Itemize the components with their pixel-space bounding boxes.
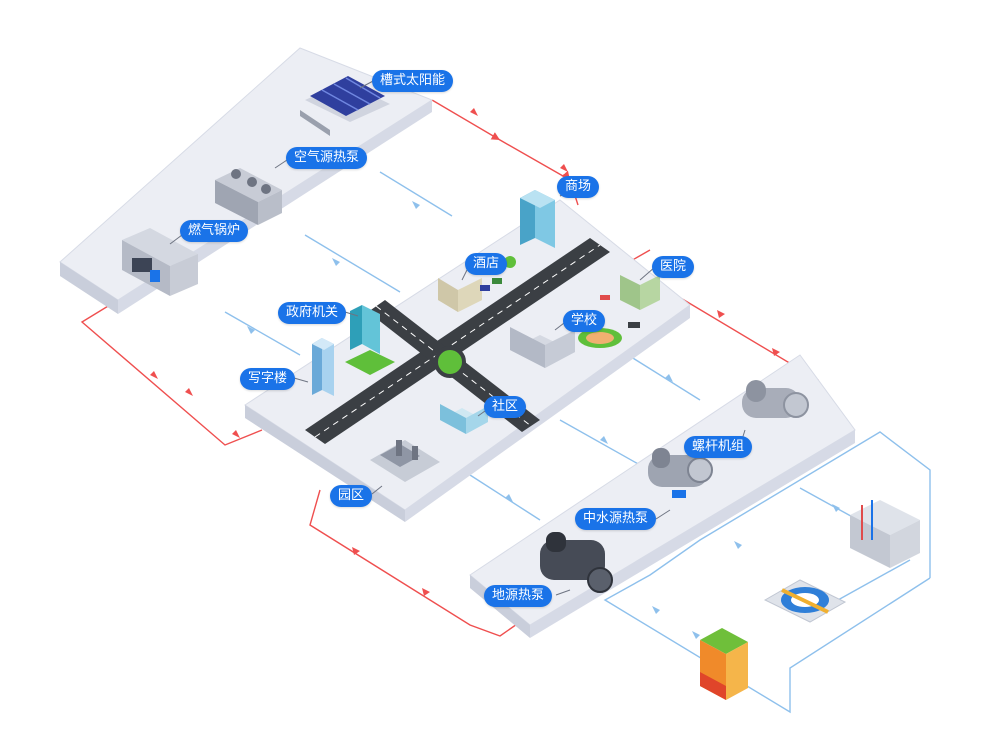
- school-building-icon: [510, 327, 622, 368]
- hot-pipe-solar-to-mall: [431, 99, 579, 206]
- label-hospital: 医院: [652, 256, 695, 278]
- label-hotel: 酒店: [465, 253, 508, 275]
- label-gas-boiler: 燃气锅炉: [180, 220, 249, 242]
- water-treatment-unit-icon: [850, 500, 920, 568]
- ground-source-heat-pump-icon: [540, 532, 613, 593]
- reclaimed-water-heat-pump-icon: [648, 448, 713, 498]
- roundabout: [434, 346, 466, 378]
- hot-pipe-boiler-to-office: [80, 299, 263, 446]
- industrial-park-icon: [370, 440, 440, 482]
- label-ground-source-heat-pump: 地源热泵: [484, 585, 553, 607]
- gas-boiler-icon: [122, 228, 198, 296]
- screw-chiller-icon: [742, 380, 809, 418]
- label-air-source-heat-pump: 空气源热泵: [286, 147, 368, 169]
- label-parabolic-solar: 槽式太阳能: [372, 70, 454, 92]
- label-mall: 商场: [557, 176, 600, 198]
- geothermal-soil-icon: [700, 628, 748, 700]
- city-panel: [244, 199, 691, 522]
- cold-pipe-4: [559, 419, 641, 466]
- cold-pipe-6: [469, 474, 541, 521]
- label-school: 学校: [563, 310, 606, 332]
- mall-building-icon: [520, 190, 555, 248]
- hot-pipe-ground-to-park: [309, 489, 531, 637]
- water-pool-icon: [763, 579, 847, 623]
- label-government: 政府机关: [278, 302, 347, 324]
- office-building-icon: [312, 338, 334, 396]
- hotel-building-icon: [438, 256, 516, 312]
- cold-pipe-3: [224, 311, 301, 356]
- label-screw-chiller: 螺杆机组: [684, 436, 753, 458]
- label-reclaimed-water-heat-pump: 中水源热泵: [575, 508, 657, 530]
- parabolic-solar-collector-icon: [300, 76, 390, 136]
- label-industrial-park: 园区: [330, 485, 373, 507]
- label-office-building: 写字楼: [240, 368, 296, 390]
- cold-pipe-right: [603, 431, 931, 714]
- government-building-icon: [345, 305, 395, 375]
- hospital-building-icon: [600, 275, 660, 328]
- cold-pipe-2: [304, 234, 401, 293]
- air-source-heat-pump-icon: [215, 168, 282, 225]
- cold-pipe-1: [379, 171, 453, 217]
- label-community: 社区: [484, 396, 527, 418]
